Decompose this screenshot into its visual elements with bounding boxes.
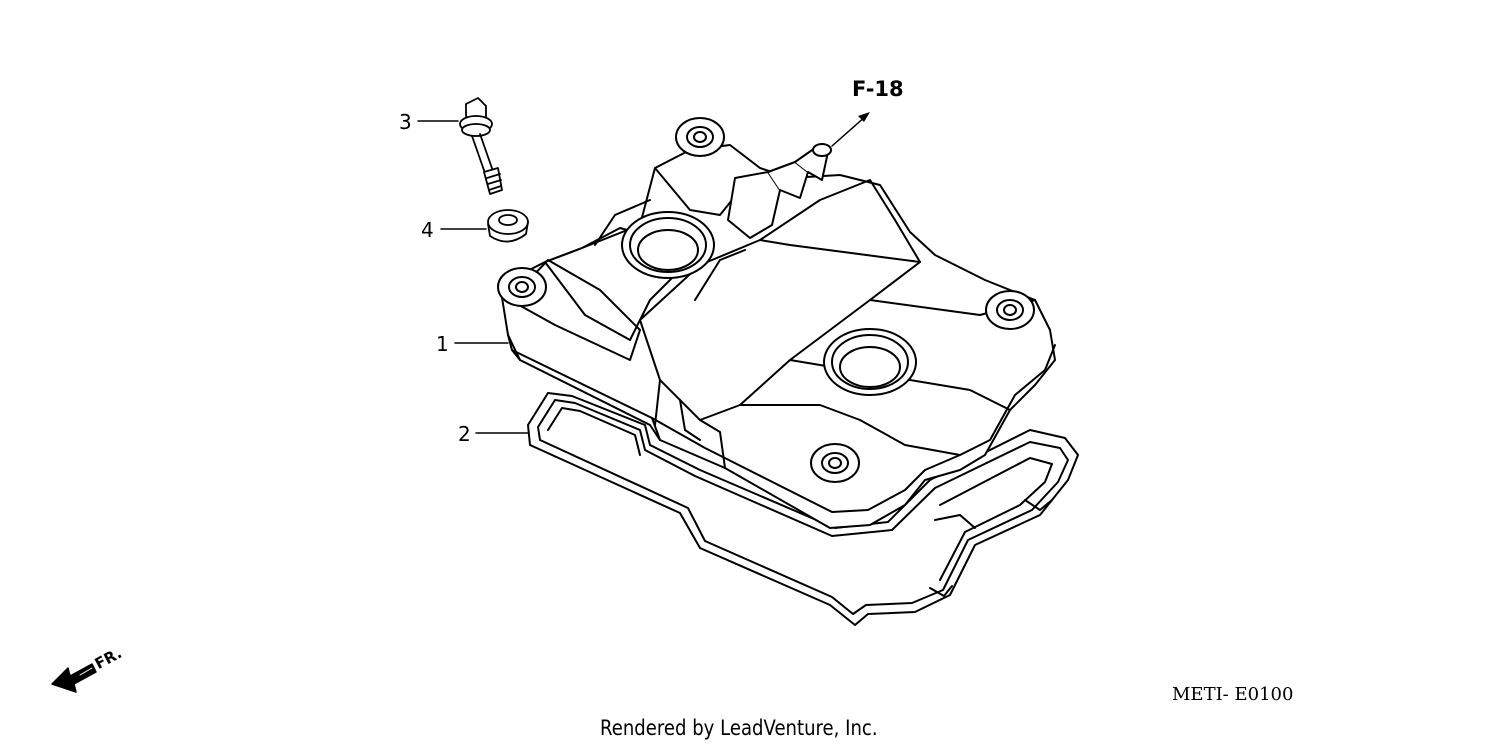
reference-label: F-18 (852, 77, 904, 101)
front-arrow (51, 663, 97, 693)
washer-part-4 (487, 209, 529, 243)
callout-3: 3 (399, 110, 412, 134)
bolt-part-3 (459, 97, 503, 195)
bolt-boss-right (985, 290, 1035, 330)
callout-4: 4 (421, 218, 434, 242)
diagram-code: METI- E0100 (1172, 684, 1294, 705)
credit-text: Rendered by LeadVenture, Inc. (600, 716, 878, 740)
callout-1: 1 (436, 332, 449, 356)
ref-arrow (831, 112, 870, 147)
bolt-boss-bottom (810, 443, 860, 483)
breather-fitting (727, 143, 832, 239)
bolt-boss-top (675, 117, 725, 157)
gasket-part-2 (527, 392, 1079, 626)
leader-lines (417, 120, 529, 434)
cylinder-head-cover-part-1 (497, 117, 1056, 529)
callout-2: 2 (458, 422, 471, 446)
bolt-boss-top-left (497, 267, 547, 307)
